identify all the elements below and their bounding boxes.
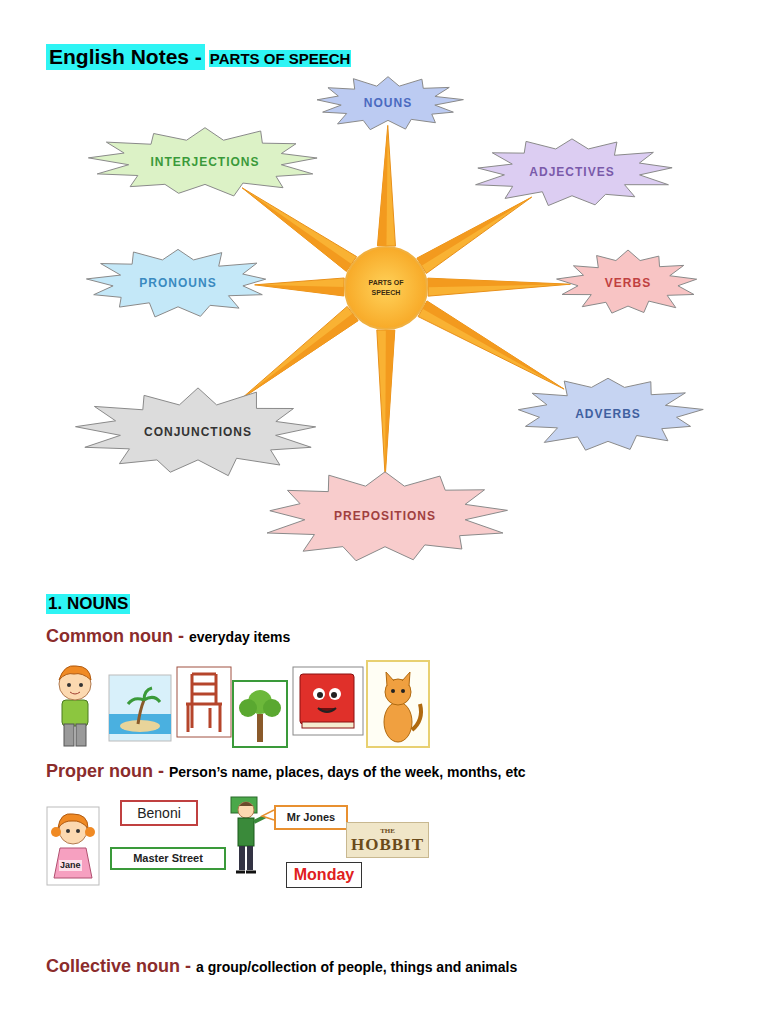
name-box: Mr Jones <box>274 805 348 830</box>
starburst-outline <box>86 249 265 317</box>
teacher-picture <box>230 796 274 876</box>
sun-ray <box>418 301 564 389</box>
name-tag: Jane <box>59 860 82 871</box>
beach-picture <box>108 674 172 742</box>
ray-shade <box>255 285 344 296</box>
part-of-speech: PRONOUNS <box>139 276 216 290</box>
sun-ray <box>242 188 357 272</box>
page-title: English Notes - <box>46 44 205 70</box>
noun-description: a group/collection of people, things and… <box>196 959 517 975</box>
book-picture <box>292 666 364 736</box>
starburst-outline <box>88 128 317 196</box>
part-of-speech: VERBS <box>605 276 651 290</box>
ray-body <box>418 301 564 389</box>
sun-ray <box>377 125 395 246</box>
proper-noun: Monday <box>294 866 354 884</box>
ray-shade <box>423 301 565 389</box>
part-of-speech: ADJECTIVES <box>529 165 614 179</box>
sun-ray <box>241 306 359 399</box>
proper-noun: Benoni <box>137 805 181 821</box>
name-box: Master Street <box>110 847 226 870</box>
starburst-node: PRONOUNS <box>82 248 274 318</box>
proper-noun: Mr Jones <box>287 811 335 824</box>
ray-shade <box>242 188 351 272</box>
noun-type-row: Collective noun - a group/collection of p… <box>46 956 517 977</box>
centre-label: PARTS OF SPEECH <box>366 278 406 299</box>
proper-noun: Master Street <box>133 852 203 865</box>
ray-body <box>255 278 345 296</box>
girl-picture <box>46 806 100 886</box>
starburst-outline <box>267 472 507 561</box>
noun-description: everyday items <box>189 629 290 645</box>
section-heading: 1. NOUNS <box>46 594 130 614</box>
noun-type: Collective noun - <box>46 956 191 977</box>
part-of-speech: NOUNS <box>364 96 412 110</box>
starburst-node: INTERJECTIONS <box>85 127 325 197</box>
name-box: THEHOBBIT <box>346 822 429 858</box>
starburst-outline <box>476 139 673 206</box>
sun-ray <box>377 330 395 478</box>
cat-picture <box>366 660 430 748</box>
proper-noun: HOBBIT <box>351 835 424 854</box>
sun-ray <box>417 197 532 273</box>
part-of-speech: INTERJECTIONS <box>150 155 259 169</box>
ray-shade <box>417 197 532 266</box>
sun-ray <box>428 278 571 296</box>
title-subject: PARTS OF SPEECH <box>209 50 352 67</box>
ray-body <box>428 278 571 296</box>
starburst-outline <box>317 77 463 130</box>
sun-centre: PARTS OF SPEECH <box>344 246 428 330</box>
section-heading: 1. NOUNS <box>46 594 130 614</box>
starburst-node: CONJUNCTIONS <box>72 387 324 477</box>
part-of-speech: PREPOSITIONS <box>334 509 436 523</box>
title-row: English Notes -PARTS OF SPEECH <box>46 44 351 70</box>
starburst-node: VERBS <box>556 250 700 316</box>
ray-shade <box>241 314 359 400</box>
ray-body <box>377 330 395 478</box>
starburst-outline <box>518 378 703 450</box>
ray-shade <box>377 125 387 246</box>
starburst-outline <box>76 388 316 476</box>
part-of-speech: ADVERBS <box>575 407 641 421</box>
starburst-node: ADJECTIVES <box>469 136 675 208</box>
noun-type-row: Proper noun - Person’s name, places, days… <box>46 761 526 782</box>
noun-type: Common noun - <box>46 626 184 647</box>
name-box: Benoni <box>120 800 198 826</box>
starburst-node: PREPOSITIONS <box>259 468 511 564</box>
noun-type-row: Common noun - everyday items <box>46 626 290 647</box>
proper-noun: THE <box>380 827 395 835</box>
ray-body <box>417 197 532 273</box>
sun-ray <box>255 278 345 296</box>
starburst-outline <box>557 250 697 313</box>
noun-description: Person’s name, places, days of the week,… <box>169 764 526 780</box>
ray-body <box>377 125 395 246</box>
noun-type: Proper noun - <box>46 761 164 782</box>
ray-shade <box>385 330 395 478</box>
name-box: Monday <box>286 862 362 888</box>
part-of-speech: CONJUNCTIONS <box>144 425 252 439</box>
starburst-node: ADVERBS <box>512 376 704 452</box>
ray-body <box>242 188 357 272</box>
tree-picture <box>232 680 288 748</box>
chair-picture <box>176 666 232 738</box>
ray-shade <box>428 278 571 287</box>
boy-picture <box>46 660 104 750</box>
starburst-node: NOUNS <box>312 75 464 131</box>
ray-body <box>241 306 359 399</box>
